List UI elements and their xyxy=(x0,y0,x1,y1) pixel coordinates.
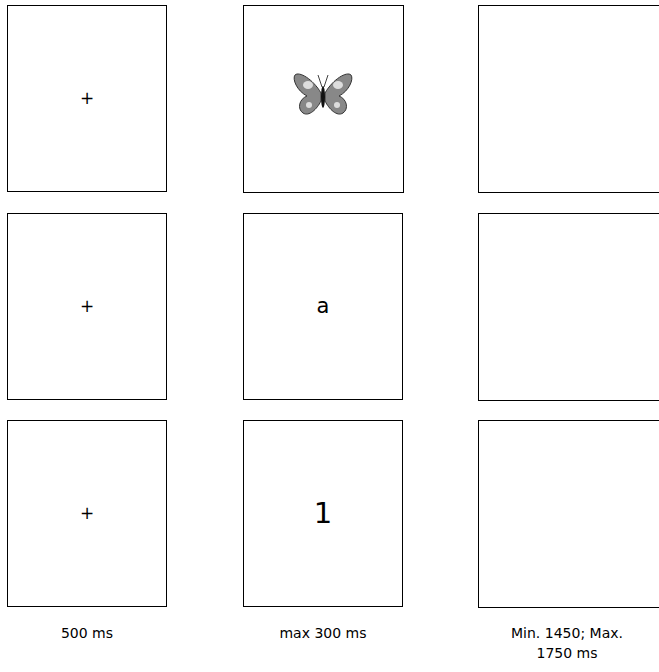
stimulus-box: a xyxy=(243,213,403,400)
timing-label: 500 ms xyxy=(12,624,162,644)
stimulus-symbol: + xyxy=(80,298,94,315)
stimulus-box: + xyxy=(7,213,167,400)
stimulus-symbol: + xyxy=(80,90,94,107)
stimulus-symbol: 1 xyxy=(314,499,332,528)
stimulus-box xyxy=(244,6,404,193)
butterfly-picture xyxy=(294,74,352,114)
stimulus-box: + xyxy=(7,5,167,192)
blank-box xyxy=(479,421,659,608)
timing-label: max 300 ms xyxy=(248,624,398,644)
stimulus-box: 1 xyxy=(243,420,403,607)
blank-box xyxy=(479,6,659,193)
stimulus-symbol: + xyxy=(80,505,94,522)
blank-box xyxy=(479,214,659,401)
timing-label: Min. 1450; Max. 1750 ms xyxy=(511,624,623,663)
stimulus-box: + xyxy=(7,420,167,607)
stimulus-symbol: a xyxy=(317,296,330,317)
